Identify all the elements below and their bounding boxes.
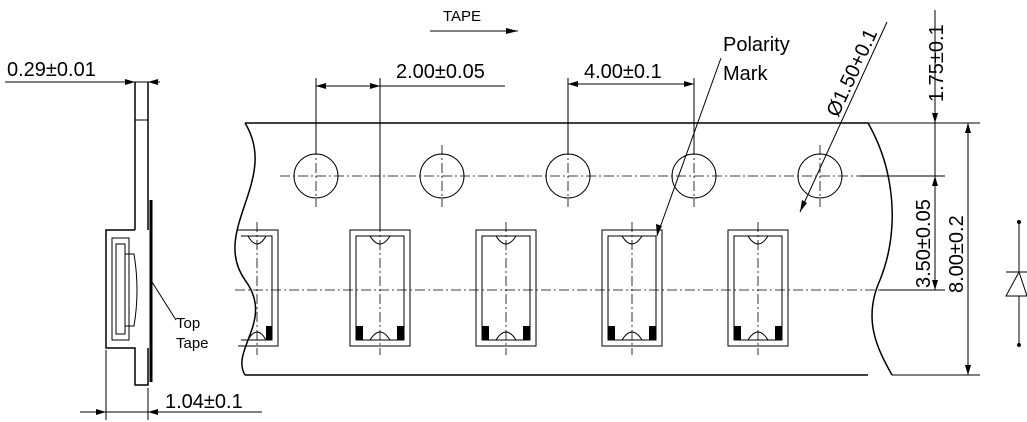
polarity-label-line1: Polarity	[723, 34, 790, 56]
top-tape-label-line1: Top	[176, 315, 200, 332]
pocket	[349, 222, 411, 355]
hole-to-center-dimension: 3.50±0.05	[913, 199, 935, 288]
arrow-right-icon	[506, 28, 518, 34]
tape-top-view: 2.00±0.05 4.00±0.1 Polarity Mark Ø1.50+0…	[234, 10, 980, 376]
pitch-dimension-4: 4.00±0.1	[584, 61, 662, 83]
pocket	[475, 222, 537, 355]
edge-to-hole-dimension: 1.75±0.1	[926, 24, 948, 102]
pocket	[601, 222, 663, 355]
pocket	[238, 222, 279, 355]
side-view: Top Tape 0.29±0.01 1.04±0.1	[5, 59, 262, 420]
tape-direction-label: TAPE	[443, 8, 481, 25]
pitch-dimension-2: 2.00±0.05	[396, 61, 485, 83]
polarity-label-line2: Mark	[723, 63, 768, 85]
thickness-dimension: 0.29±0.01	[7, 59, 96, 81]
tape-direction-indicator: TAPE	[430, 8, 518, 34]
pocket	[727, 222, 789, 355]
pocket-depth-dimension: 1.04±0.1	[165, 391, 243, 413]
component-pockets	[238, 222, 789, 355]
top-tape-label-line2: Tape	[176, 335, 209, 352]
tape-width-dimension: 8.00±0.2	[946, 215, 968, 293]
hole-diameter-dimension: Ø1.50+0.1	[823, 26, 883, 120]
diode-symbol-icon	[1005, 220, 1027, 347]
